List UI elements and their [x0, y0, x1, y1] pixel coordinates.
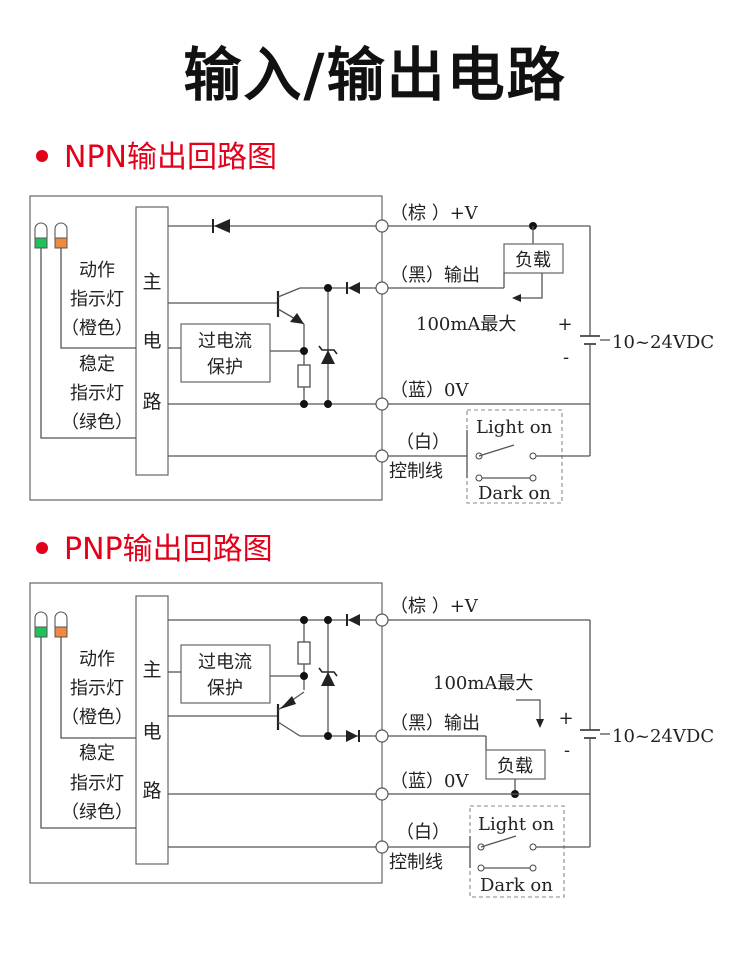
- light-on-label: Light on: [478, 814, 555, 835]
- terminal-blue: [375, 787, 389, 801]
- terminal-white: [375, 449, 389, 463]
- action-led-label-3: （橙色）: [61, 318, 133, 339]
- plus-sign: +: [557, 314, 572, 335]
- npn-transistor-emitter-arrow-icon: [290, 313, 304, 324]
- action-led-label-2: 指示灯: [70, 678, 124, 699]
- terminal-black: [375, 729, 389, 743]
- protect-label-1: 过电流: [198, 652, 252, 673]
- terminal-black: [375, 281, 389, 295]
- control-line-label: 控制线: [389, 852, 443, 873]
- blue-wire-label: （蓝）0V: [390, 380, 469, 401]
- minus-sign: -: [564, 740, 570, 761]
- page-title: 输入/输出电路: [183, 41, 567, 109]
- white-wire-label: （白）: [396, 822, 450, 843]
- max-current-label: 100mA最大: [433, 673, 533, 694]
- sensor-frame: [29, 195, 383, 501]
- zener-diode-icon: [321, 350, 335, 364]
- main-circuit-box: [135, 206, 169, 476]
- overcurrent-protection-box: [180, 644, 271, 704]
- terminal-brown: [375, 219, 389, 233]
- light-on-label: Light on: [476, 417, 553, 438]
- main-circuit-label-2: 电: [142, 721, 161, 743]
- dark-on-label: Dark on: [480, 875, 553, 896]
- black-wire-label: （黑）输出: [390, 265, 480, 286]
- current-arrow-icon: [512, 294, 521, 302]
- action-led-label-1: 动作: [79, 649, 115, 670]
- action-led-label-3: （橙色）: [61, 707, 133, 728]
- pnp-section-heading: PNP输出回路图: [36, 524, 273, 568]
- protect-label-1: 过电流: [198, 331, 252, 352]
- bullet-icon: [36, 541, 48, 554]
- brown-wire-label: （棕 ）+V: [390, 203, 479, 224]
- main-circuit-label-1: 主: [142, 271, 161, 293]
- supply-voltage-label: 10~24VDC: [612, 726, 714, 747]
- npn-heading-text: NPN输出回路图: [64, 140, 277, 175]
- output-diode-icon: [348, 282, 360, 294]
- main-circuit-box: [135, 595, 169, 865]
- stable-led-label-3: （绿色）: [61, 802, 133, 823]
- resistor-icon: [297, 364, 311, 388]
- supply-voltage-label: 10~24VDC: [612, 332, 714, 353]
- max-current-label: 100mA最大: [416, 314, 516, 335]
- pnp-heading-text: PNP输出回路图: [64, 532, 273, 567]
- protect-label-2: 保护: [207, 357, 243, 378]
- brown-wire-label: （棕 ）+V: [390, 596, 479, 617]
- white-wire-label: （白）: [396, 432, 450, 453]
- overcurrent-protection-box: [180, 323, 271, 383]
- resistor-icon: [297, 641, 311, 665]
- action-led-icon: [54, 222, 68, 249]
- npn-circuit-diagram: 主 电 路 动作 指示灯 （橙色） 稳定 指示灯 （绿色） 过电流 保护: [29, 195, 714, 504]
- terminal-brown: [375, 613, 389, 627]
- npn-section-heading: NPN输出回路图: [36, 132, 277, 176]
- main-circuit-label-2: 电: [142, 330, 161, 352]
- stable-led-label-1: 稳定: [79, 354, 115, 375]
- main-circuit-label-1: 主: [142, 659, 161, 681]
- stable-led-label-2: 指示灯: [70, 383, 124, 404]
- blue-wire-label: （蓝）0V: [390, 771, 469, 792]
- action-led-label-1: 动作: [79, 260, 115, 281]
- main-circuit-label-3: 路: [142, 780, 161, 802]
- stable-led-label-1: 稳定: [79, 743, 115, 764]
- pnp-transistor-emitter-arrow-icon: [280, 696, 296, 709]
- action-led-label-2: 指示灯: [70, 289, 124, 310]
- black-wire-label: （黑）输出: [390, 713, 480, 734]
- diode-icon: [214, 219, 230, 233]
- dark-on-label: Dark on: [478, 483, 551, 504]
- plus-sign: +: [558, 708, 573, 729]
- load-box: [503, 243, 564, 274]
- load-box: [485, 749, 546, 780]
- load-label: 负载: [497, 756, 533, 777]
- diode-icon: [348, 614, 360, 626]
- protect-label-2: 保护: [207, 678, 243, 699]
- terminal-white: [375, 840, 389, 854]
- main-circuit-label-3: 路: [142, 391, 161, 413]
- stable-led-icon: [34, 222, 48, 249]
- action-led-icon: [54, 611, 68, 638]
- stable-led-label-3: （绿色）: [61, 412, 133, 433]
- stable-led-label-2: 指示灯: [70, 773, 124, 794]
- load-label: 负载: [515, 250, 551, 271]
- minus-sign: -: [563, 347, 569, 368]
- bullet-icon: [36, 149, 48, 162]
- control-line-label: 控制线: [389, 461, 443, 482]
- pnp-circuit-diagram: 主 电 路 动作 指示灯 （橙色） 稳定 指示灯 （绿色） 过电流 保护: [29, 582, 714, 898]
- stable-led-icon: [34, 611, 48, 638]
- output-diode-icon: [346, 730, 358, 742]
- terminal-blue: [375, 397, 389, 411]
- current-arrow-icon: [536, 719, 544, 728]
- zener-diode-icon: [321, 672, 335, 686]
